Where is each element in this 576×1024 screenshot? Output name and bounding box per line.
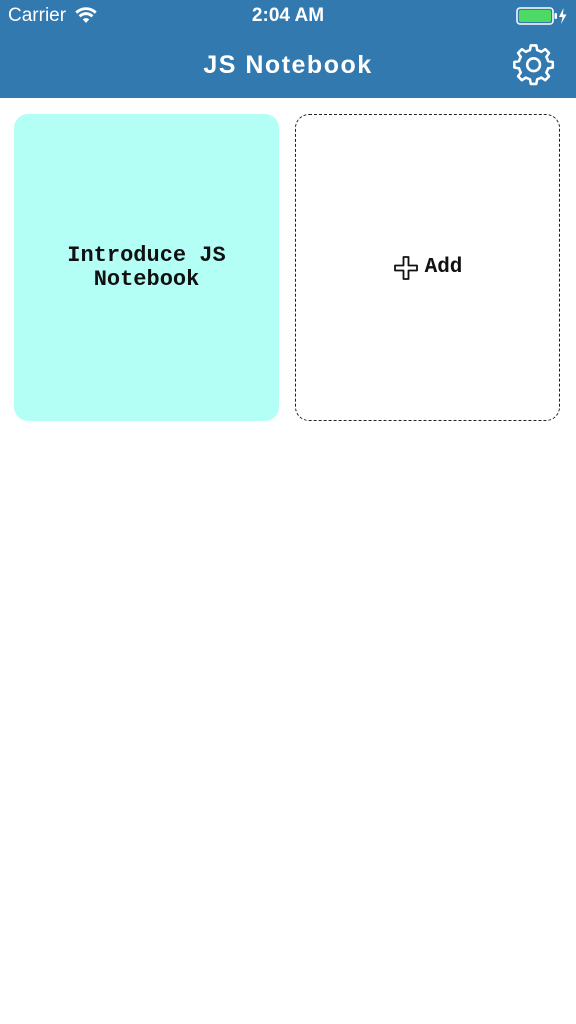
status-time: 2:04 AM — [251, 5, 325, 26]
add-notebook-button[interactable]: Add — [295, 114, 560, 421]
settings-button[interactable] — [512, 43, 556, 87]
add-label: Add — [424, 255, 463, 279]
top-bar: Carrier 2:04 AM JS Notebook — [0, 0, 576, 98]
battery-icon — [516, 7, 567, 25]
navigation-bar: JS Notebook — [0, 32, 576, 98]
wifi-icon — [75, 7, 97, 23]
plus-icon — [393, 255, 418, 280]
notebook-card[interactable]: Introduce JS Notebook — [14, 114, 279, 421]
add-notebook-content: Add — [393, 255, 463, 281]
carrier-label: Carrier — [8, 5, 67, 26]
gear-icon — [513, 44, 555, 86]
status-bar: Carrier 2:04 AM — [0, 0, 576, 32]
notebook-title: Introduce JS Notebook — [67, 242, 226, 292]
nav-title: JS Notebook — [203, 51, 373, 79]
